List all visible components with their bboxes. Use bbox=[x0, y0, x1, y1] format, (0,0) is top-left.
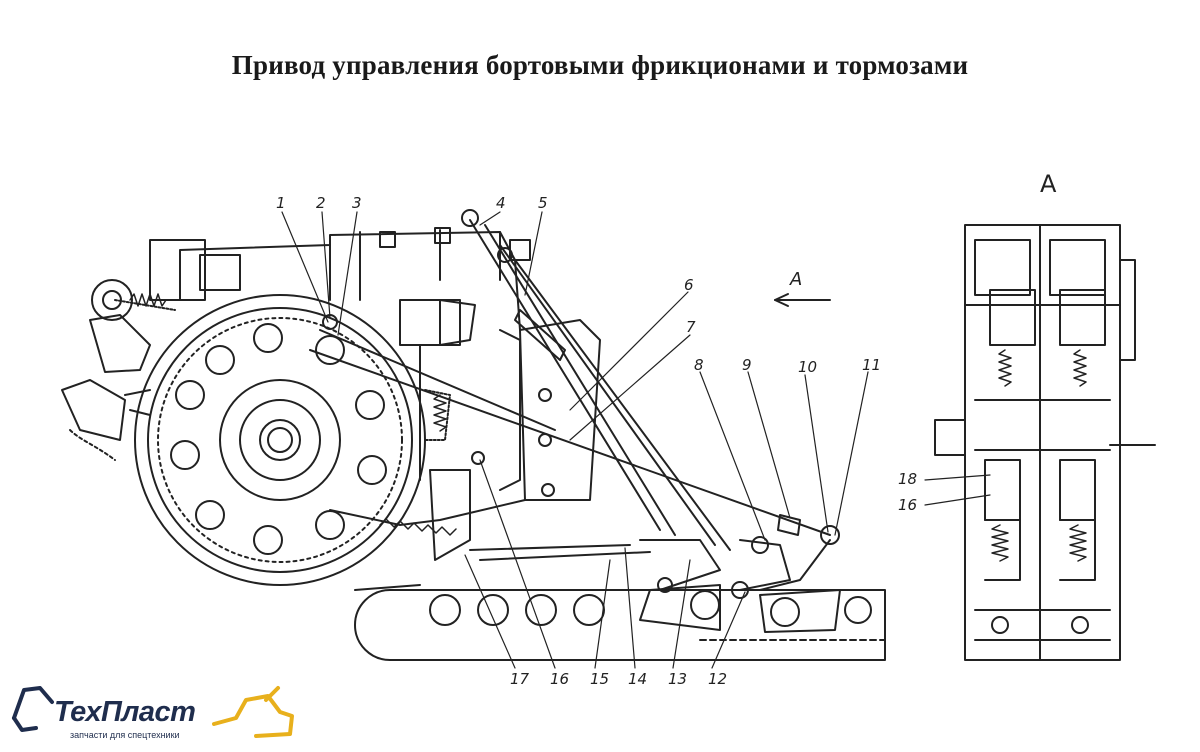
callout-13: 13 bbox=[668, 670, 687, 688]
callout-2: 2 bbox=[316, 194, 326, 212]
callout-11: 11 bbox=[862, 356, 881, 374]
detail-view-a bbox=[924, 224, 1156, 661]
logo-tagline: запчасти для спецтехники bbox=[70, 730, 180, 740]
engine-block bbox=[149, 227, 601, 526]
callout-4: 4 bbox=[496, 194, 506, 212]
page-title: Привод управления бортовыми фрикционами … bbox=[231, 50, 969, 80]
callout-7: 7 bbox=[686, 318, 696, 336]
logo-name: ТехПласт bbox=[54, 696, 196, 728]
callout-16: 16 bbox=[550, 670, 569, 688]
callout-9: 9 bbox=[742, 356, 752, 374]
flywheel bbox=[134, 294, 426, 586]
excavator-logo-icon bbox=[12, 686, 294, 738]
leader-lines bbox=[281, 211, 869, 669]
callout-10: 10 bbox=[798, 358, 817, 376]
track-bar bbox=[354, 584, 886, 661]
control-linkage bbox=[309, 209, 841, 633]
view-arrow bbox=[774, 293, 831, 307]
callout-5: 5 bbox=[538, 194, 548, 212]
view-arrow-label: А bbox=[789, 269, 802, 290]
company-logo: ТехПласт запчасти для спецтехники bbox=[6, 678, 306, 748]
callout-1: 1 bbox=[276, 194, 286, 212]
callout-8: 8 bbox=[694, 356, 704, 374]
detail-callout-18: 18 bbox=[898, 470, 917, 488]
detail-springs bbox=[991, 349, 1087, 562]
callout-3: 3 bbox=[352, 194, 362, 212]
callout-6: 6 bbox=[684, 276, 694, 294]
accessories-left bbox=[61, 279, 176, 461]
callout-12: 12 bbox=[708, 670, 727, 688]
callout-14: 14 bbox=[628, 670, 647, 688]
detail-callout-16: 16 bbox=[898, 496, 917, 514]
springs bbox=[129, 293, 457, 536]
view-a-label: А bbox=[1040, 170, 1057, 198]
callout-15: 15 bbox=[590, 670, 609, 688]
callout-17: 17 bbox=[510, 670, 530, 688]
